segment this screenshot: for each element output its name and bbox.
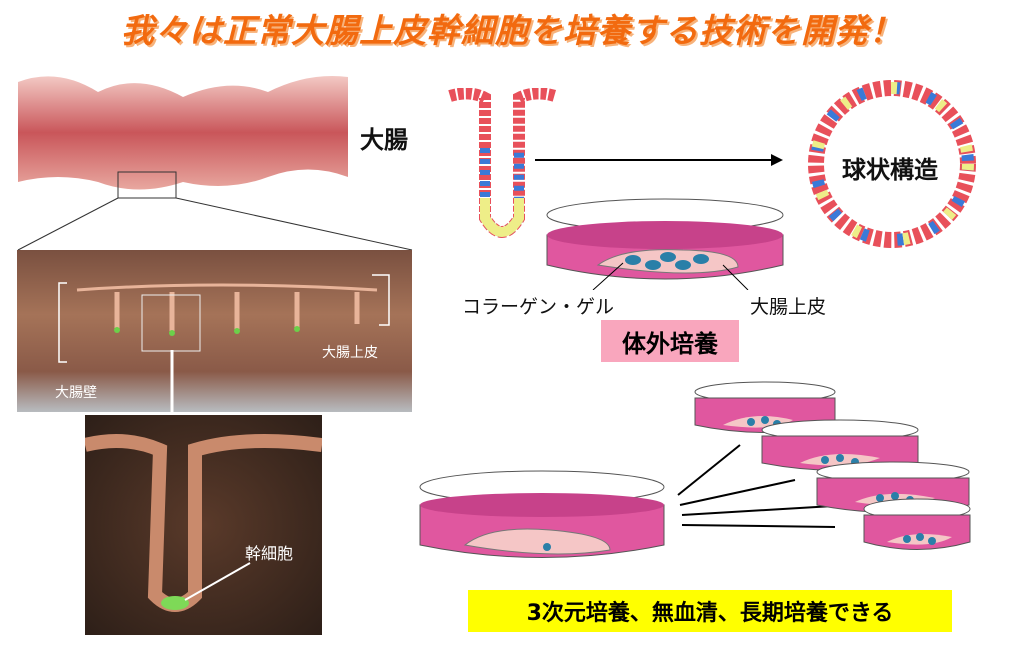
arrow-to-spheroid	[535, 154, 783, 166]
slide-title: 我々は正常大腸上皮幹細胞を培養する技術を開発！	[121, 11, 903, 50]
crypt-diagram	[448, 88, 557, 238]
colon-illustration	[18, 76, 348, 199]
epithelium-photo-label: 大腸上皮	[322, 345, 378, 361]
colon-label: 大腸	[360, 126, 408, 154]
epithelium-label: 大腸上皮	[750, 296, 827, 318]
colon-wall-label: 大腸壁	[55, 385, 97, 401]
crypt-closeup-image: 幹細胞	[83, 415, 323, 635]
passaging-diagram	[419, 381, 971, 558]
summary-label: 3次元培養、無血清、長期培養できる	[468, 590, 952, 632]
in-vitro-culture-label: 体外培養	[601, 320, 739, 362]
collagen-gel-label: コラーゲン・ゲル	[462, 296, 615, 318]
spheroid-label: 球状構造	[842, 156, 938, 184]
stem-cell-label: 幹細胞	[245, 544, 294, 563]
colon-cross-section-image: 大腸壁 大腸上皮	[17, 250, 412, 412]
zoom-lines	[17, 197, 413, 251]
culture-dish	[546, 198, 784, 290]
spheroid-diagram	[808, 80, 976, 248]
